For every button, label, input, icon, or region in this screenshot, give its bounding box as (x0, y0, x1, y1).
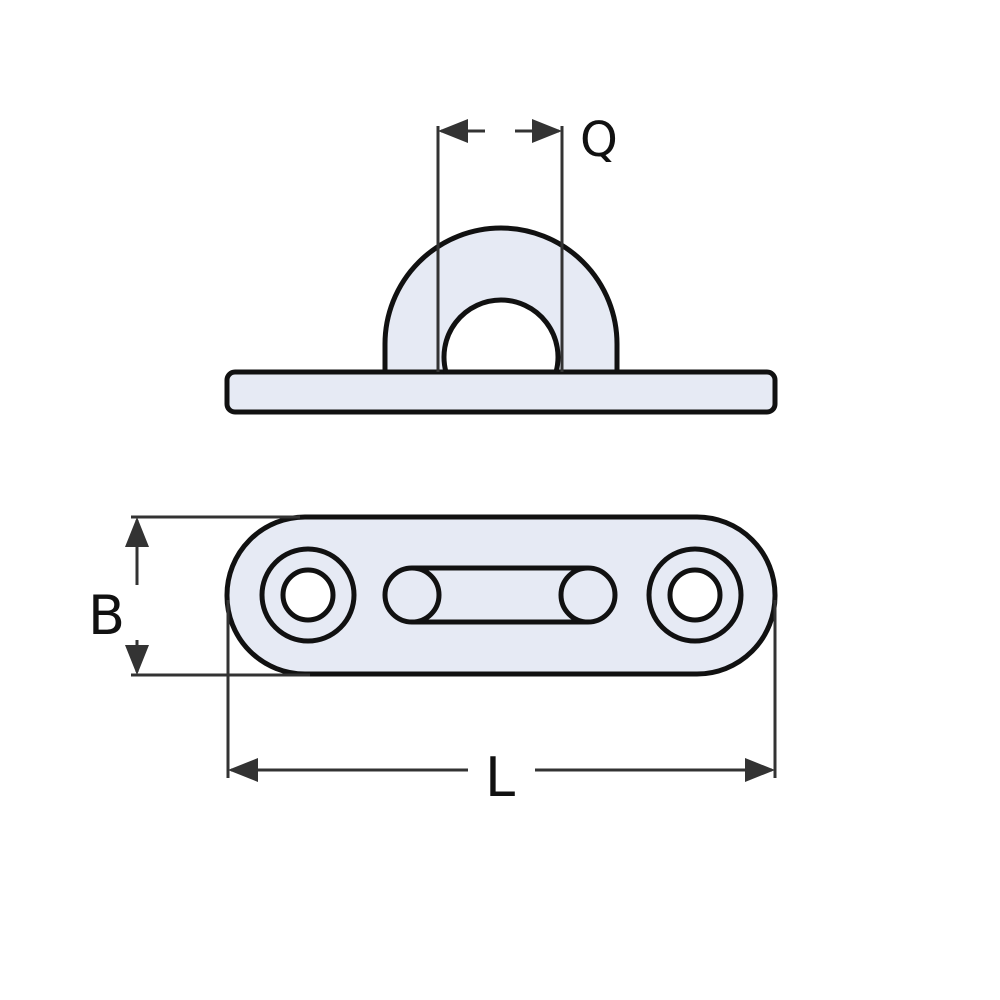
right-hole (667, 567, 723, 623)
q-label: Q (580, 112, 618, 168)
slot-left-end (382, 565, 442, 625)
side-view (224, 225, 778, 415)
l-dimension (226, 600, 777, 782)
q-dimension (436, 119, 564, 372)
l-label: L (485, 746, 515, 809)
base-plate-side (224, 369, 778, 415)
eye-hole (441, 297, 561, 375)
top-view (224, 514, 778, 677)
slot-right-end (558, 565, 618, 625)
b-dimension (125, 515, 310, 677)
left-hole (280, 567, 336, 623)
base-plate-top (224, 514, 778, 677)
b-label: B (88, 584, 125, 647)
